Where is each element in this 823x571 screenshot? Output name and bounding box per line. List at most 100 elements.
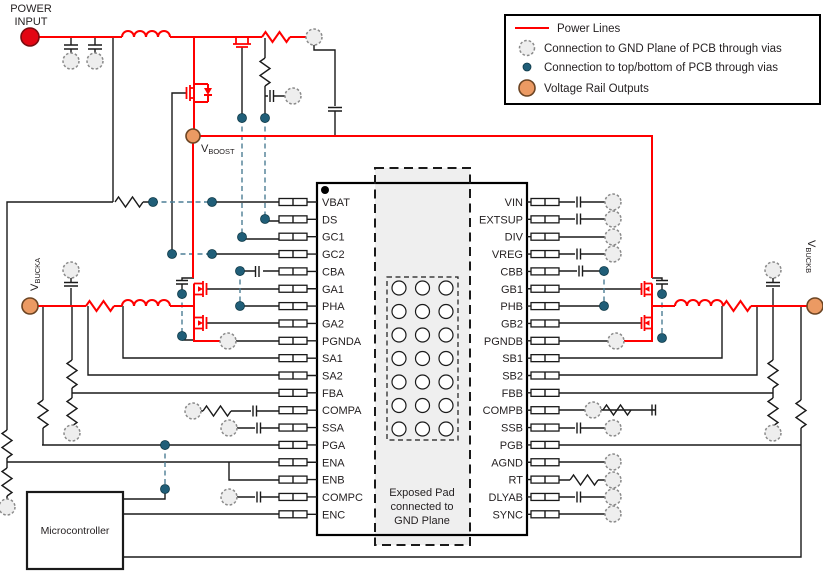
power-wires xyxy=(38,30,807,342)
pin-label-pga: PGA xyxy=(322,440,346,452)
mosfet-arrows-and-diode xyxy=(198,88,650,326)
pin-label-pgnda: PGNDA xyxy=(322,336,362,348)
microcontroller-box xyxy=(25,490,125,571)
vbuckb-rail-dot xyxy=(806,297,823,315)
pin-label-rt: RT xyxy=(509,475,524,487)
pin-label-pgndb: PGNDB xyxy=(484,336,523,348)
gnd-plane-vias xyxy=(0,28,782,523)
pin-stub-enc xyxy=(292,510,317,518)
thermal-via xyxy=(438,303,454,320)
pin-label-gc2: GC2 xyxy=(322,249,345,261)
pin-label-sb1: SB1 xyxy=(502,353,523,365)
pin-stub-dlyab xyxy=(527,493,546,501)
pin-stub-sa2 xyxy=(292,372,317,379)
pin-label-sb2: SB2 xyxy=(502,371,523,383)
vbucka-label: VBUCKA xyxy=(29,258,42,291)
thermal-via xyxy=(391,374,407,390)
layer-via-icon xyxy=(522,62,532,72)
vbucka-rail-dot xyxy=(21,297,39,315)
legend-box xyxy=(504,14,821,105)
pin1-marker-dot xyxy=(321,186,329,194)
pin-stub-rt xyxy=(527,476,546,484)
legend-item-gnd-vias: Connection to GND Plane of PCB through v… xyxy=(544,43,782,55)
pin-label-pha: PHA xyxy=(322,301,345,313)
pin-label-vbat: VBAT xyxy=(322,197,350,209)
pin-label-gc1: GC1 xyxy=(322,232,345,244)
voltage-rail-icon xyxy=(518,79,536,97)
pin-stub-pgnda xyxy=(292,337,317,345)
pin-label-enc: ENC xyxy=(322,509,345,521)
pin-stub-pgndb xyxy=(527,337,546,345)
pin-stub-vbat xyxy=(292,198,317,206)
pin-label-pgb: PGB xyxy=(500,440,523,452)
thermal-via xyxy=(438,280,454,296)
pin-stub-sb2 xyxy=(527,372,546,379)
pin-stub-compb xyxy=(527,406,546,414)
thermal-via xyxy=(438,374,454,390)
pin-stub-sa1 xyxy=(292,354,317,362)
pin-stub-compa xyxy=(292,406,317,414)
pin-stub-ds xyxy=(292,215,317,223)
thermal-via xyxy=(391,421,407,437)
thermal-via xyxy=(414,421,431,437)
exposed-pad-text-line1: Exposed Pad xyxy=(389,487,454,499)
thermal-via xyxy=(438,350,454,367)
pin-label-ena: ENA xyxy=(322,457,345,469)
thermal-via xyxy=(438,397,454,414)
power-input-label-line2: INPUT xyxy=(15,16,48,28)
thermal-via xyxy=(438,421,454,437)
pin-stub-vreg xyxy=(527,250,546,258)
pin-label-dlyab: DLYAB xyxy=(489,492,523,504)
exposed-pad-text-line3: GND Plane xyxy=(394,515,450,527)
legend-item-rail-outputs: Voltage Rail Outputs xyxy=(544,83,649,95)
pin-label-agnd: AGND xyxy=(491,457,523,469)
thermal-via xyxy=(391,327,407,343)
pin-stub-gb2 xyxy=(527,319,546,327)
pin-stub-extsup xyxy=(527,215,546,223)
pin-label-compa: COMPA xyxy=(322,405,362,417)
pin-label-enb: ENB xyxy=(322,475,345,487)
pin-stub-gc2 xyxy=(292,250,317,258)
ic-pins: VBATDSGC1GC2CBAGA1PHAGA2PGNDASA1SA2FBACO… xyxy=(278,197,560,521)
thermal-via xyxy=(414,374,431,390)
thermal-via-grid xyxy=(391,280,454,437)
thermal-via xyxy=(391,303,407,320)
pin-label-ds: DS xyxy=(322,214,337,226)
legend: Power Lines Connection to GND Plane of P… xyxy=(504,14,821,105)
pin-label-vin: VIN xyxy=(505,197,523,209)
layer-vias xyxy=(148,113,667,494)
pin-label-sync: SYNC xyxy=(492,509,523,521)
thermal-via xyxy=(391,397,407,414)
pin-label-ssa: SSA xyxy=(322,423,345,435)
pin-label-fba: FBA xyxy=(322,388,344,400)
thermal-via xyxy=(438,327,454,343)
thermal-via xyxy=(414,350,431,367)
pin-stub-ga1 xyxy=(292,285,317,293)
pin-stub-vin xyxy=(527,198,546,206)
pin-stub-ssb xyxy=(527,424,546,432)
pin-label-cba: CBA xyxy=(322,266,345,278)
pin-stub-div xyxy=(527,233,546,241)
pin-stub-gc1 xyxy=(292,233,317,241)
pin-label-sa1: SA1 xyxy=(322,353,343,365)
pin-stub-gb1 xyxy=(527,285,546,293)
thermal-via xyxy=(414,303,431,320)
microcontroller-label: Microcontroller xyxy=(41,525,110,537)
pin-stub-compc xyxy=(292,493,317,501)
pin-stub-ga2 xyxy=(292,319,317,327)
power-input-dot xyxy=(20,27,40,47)
gnd-via-icon xyxy=(518,39,536,57)
legend-item-layer-vias: Connection to top/bottom of PCB through … xyxy=(544,62,778,74)
pin-label-gb2: GB2 xyxy=(501,318,523,330)
thermal-via xyxy=(414,397,431,414)
pin-label-extsup: EXTSUP xyxy=(479,214,523,226)
pin-stub-ssa xyxy=(292,424,317,432)
exposed-pad-outline xyxy=(374,167,471,546)
pin-stub-pga xyxy=(292,441,317,449)
pin-stub-enb xyxy=(292,476,317,484)
vboost-rail-dot xyxy=(185,128,201,144)
pin-label-div: DIV xyxy=(505,232,524,244)
legend-item-power-lines: Power Lines xyxy=(557,23,621,35)
